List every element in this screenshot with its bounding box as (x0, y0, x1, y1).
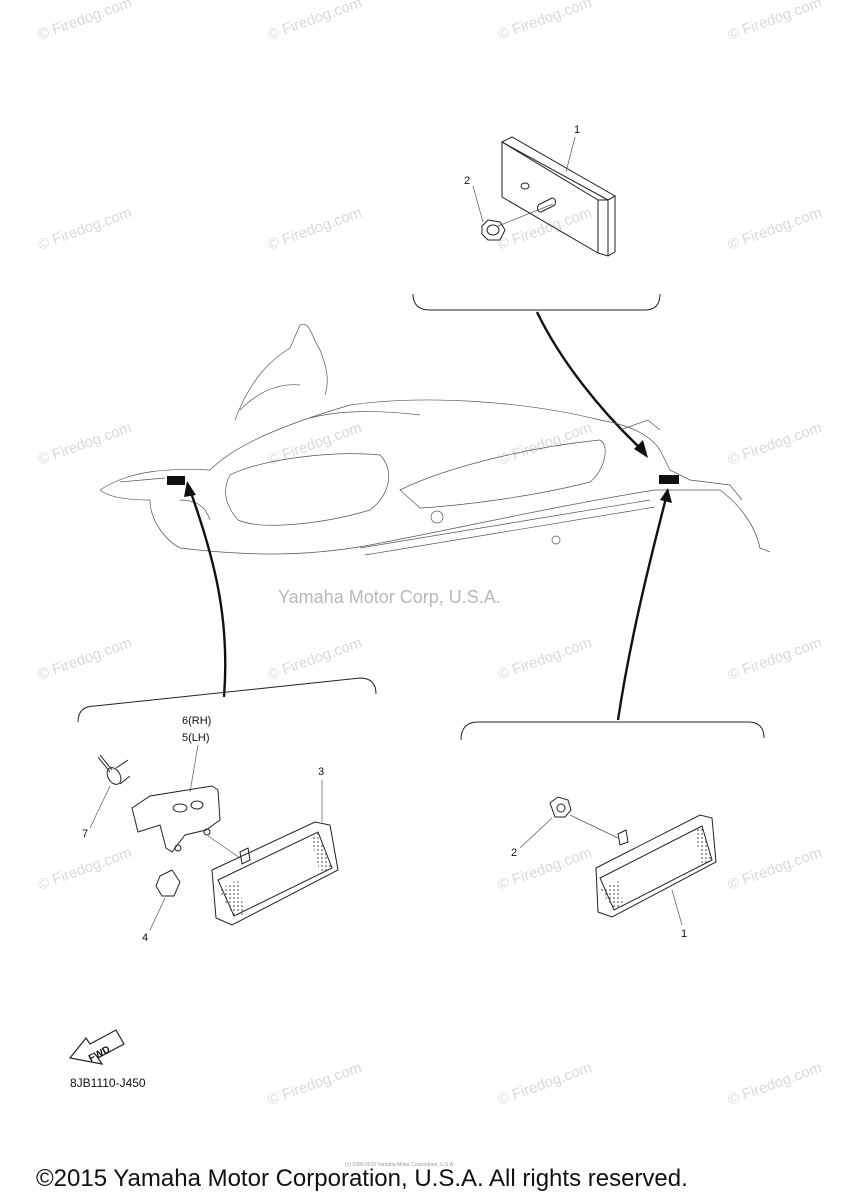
lower-left-detail: 6(RH) 5(LH) 7 4 3 (77, 677, 377, 944)
center-watermark: Yamaha Motor Corp, U.S.A. (278, 587, 501, 607)
watermark: © Firedog.com (266, 1059, 364, 1109)
callout-right-1: 1 (681, 928, 687, 940)
callout-left-5: 5(LH) (182, 732, 210, 744)
watermark-grid: © Firedog.com © Firedog.com © Firedog.co… (36, 0, 824, 1109)
watermark: © Firedog.com (36, 844, 134, 894)
watermark: © Firedog.com (496, 634, 594, 684)
watermark: © Firedog.com (266, 634, 364, 684)
watermark: © Firedog.com (266, 419, 364, 469)
arrow-head (634, 440, 648, 458)
leader-arrow-left (188, 489, 227, 698)
callout-left-4: 4 (142, 932, 148, 944)
watermark: © Firedog.com (496, 1059, 594, 1109)
watermark: © Firedog.com (36, 634, 134, 684)
arrow-head (184, 481, 196, 497)
callout-left-3: 3 (318, 766, 324, 778)
lower-right-detail: 2 1 (460, 721, 765, 940)
diagram-code: 8JB1110-J450 (70, 1076, 146, 1090)
watermark: © Firedog.com (726, 844, 824, 894)
leader-arrow-right (616, 497, 668, 721)
watermark: © Firedog.com (726, 204, 824, 254)
watermark: © Firedog.com (36, 419, 134, 469)
fwd-arrow-icon: FWD (68, 1029, 125, 1065)
callout-top-2: 2 (464, 175, 470, 187)
watermark: © Firedog.com (36, 204, 134, 254)
watermark: © Firedog.com (726, 0, 824, 44)
arrow-head (660, 488, 672, 503)
watermark: © Firedog.com (496, 0, 594, 44)
watermark: © Firedog.com (266, 204, 364, 254)
watermark: © Firedog.com (726, 634, 824, 684)
watermark: © Firedog.com (36, 0, 134, 44)
callout-top-1: 1 (574, 124, 580, 136)
callout-left-7: 7 (82, 828, 88, 840)
fine-print: (c) 2005-2015 Yamaha Motor Corporation, … (345, 1162, 455, 1168)
watermark: © Firedog.com (726, 1059, 824, 1109)
callout-right-2: 2 (511, 847, 517, 859)
top-detail: 1 2 (412, 124, 661, 311)
watermark: © Firedog.com (496, 204, 594, 254)
snowmobile-illustration (99, 323, 771, 556)
callout-left-6: 6(RH) (182, 715, 211, 727)
leader-arrow-top (535, 311, 641, 449)
watermark: © Firedog.com (496, 419, 594, 469)
copyright-notice: ©2015 Yamaha Motor Corporation, U.S.A. A… (36, 1165, 688, 1192)
watermark: © Firedog.com (726, 419, 824, 469)
watermark: © Firedog.com (266, 0, 364, 44)
